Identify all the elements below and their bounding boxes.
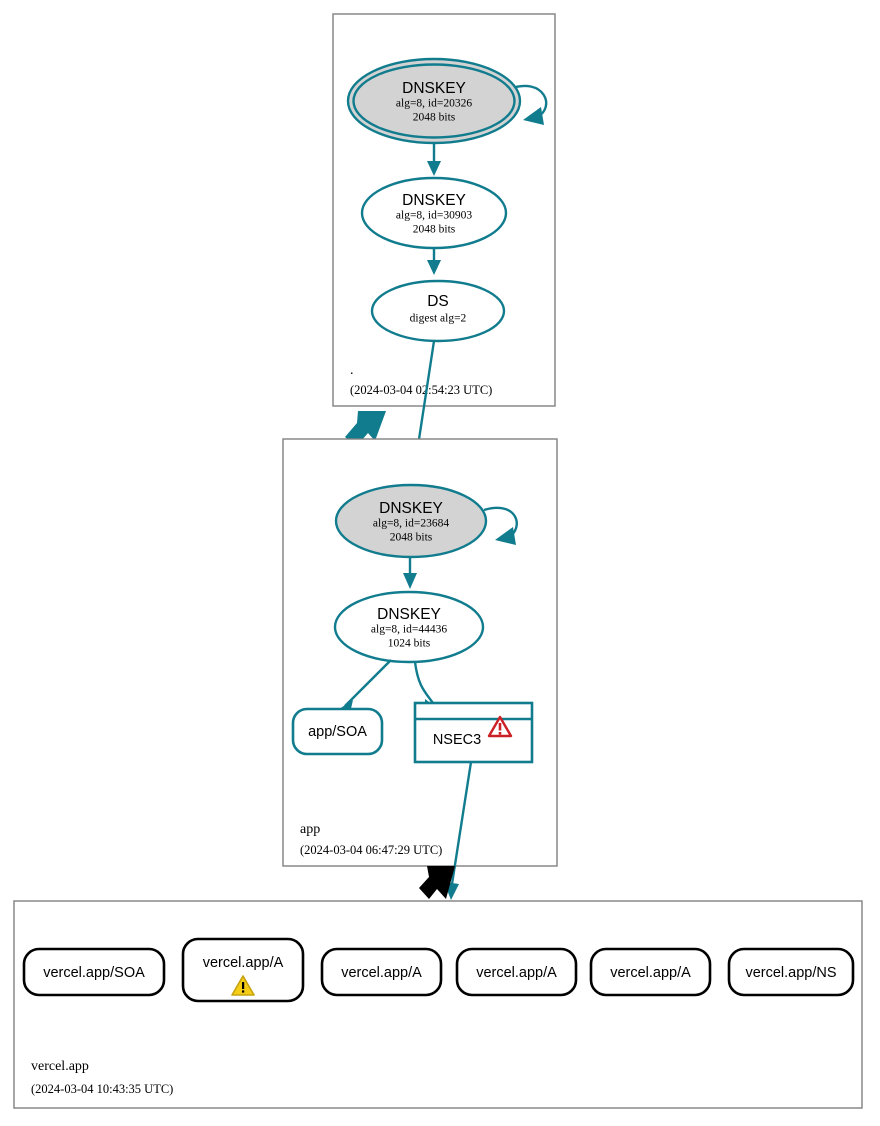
edge-delegation-root-to-app-arrowhead [345,411,386,447]
node-vercel-a-2-box [320,947,443,997]
edge-app-ksk-to-zsk-arrowhead [403,573,417,589]
edge-app-ksk-selfsign-arrowhead [495,527,516,545]
node-vercel-a-2-label: vercel.app/A [341,965,422,981]
zone-app: DNSKEY alg=8, id=23684 2048 bits DNSKEY … [282,438,558,867]
warning-red-dot [498,732,502,735]
node-vercel-a-4[interactable]: vercel.app/A [589,947,712,997]
node-vercel-soa-label: vercel.app/SOA [43,965,145,981]
node-root-zsk-title: DNSKEY [402,192,466,209]
node-app-zsk-alg: alg=8, id=44436 [371,624,447,636]
node-app-soa[interactable] [291,707,384,756]
node-root-ds-digest: digest alg=2 [410,313,467,325]
zone-app-timestamp: (2024-03-04 06:47:29 UTC) [300,843,442,857]
warning-yellow-dot [242,990,245,993]
zone-vercel-app-timestamp: (2024-03-04 10:43:35 UTC) [31,1082,173,1096]
zone-root-label: . [350,363,354,378]
warning-yellow-icon [231,975,255,996]
node-root-ksk-bits: 2048 bits [413,112,456,124]
zone-vercel-app: vercel.app/SOA vercel.app/A vercel.app/A [13,900,863,1109]
node-vercel-a-1[interactable]: vercel.app/A [181,937,305,1003]
node-vercel-a-1-label: vercel.app/A [203,955,284,971]
zone-root: DNSKEY alg=8, id=20326 2048 bits DNSKEY … [332,13,556,407]
edge-app-zsk-to-nsec3 [413,661,434,704]
zone-root-timestamp: (2024-03-04 02:54:23 UTC) [350,383,492,397]
zone-app-label: app [300,822,320,837]
edge-delegation-app-to-vercel-arrowhead [419,866,455,899]
node-vercel-a-3[interactable]: vercel.app/A [455,947,578,997]
node-root-ds[interactable] [370,279,506,343]
node-app-nsec3[interactable]: NSEC3 [413,701,534,764]
node-root-zsk-alg: alg=8, id=30903 [396,210,472,222]
edge-app-zsk-to-soa [344,659,392,707]
node-app-zsk[interactable] [333,590,485,664]
node-vercel-soa-box [22,947,166,997]
warning-red-bar [498,723,502,731]
node-app-ksk-alg: alg=8, id=23684 [373,518,449,530]
node-app-ksk-title: DNSKEY [379,500,443,517]
edge-root-zsk-to-ds-arrowhead [427,260,441,275]
edge-delegation-app-to-vercel [419,866,455,899]
node-app-ksk[interactable] [334,483,488,559]
node-vercel-a-3-box [455,947,578,997]
node-root-ksk-title: DNSKEY [402,80,466,97]
zone-vercel-app-label: vercel.app [31,1059,89,1074]
edge-delegation-root-to-app [345,411,386,447]
node-vercel-soa[interactable]: vercel.app/SOA [22,947,166,997]
node-vercel-a-4-box [589,947,712,997]
zone-vercel-app-border [13,900,863,1109]
node-root-ksk-alg: alg=8, id=20326 [396,98,472,110]
node-vercel-a-2[interactable]: vercel.app/A [320,947,443,997]
node-app-ksk-bits: 2048 bits [390,532,433,544]
node-app-nsec3-label: NSEC3 [433,732,481,748]
node-root-zsk[interactable] [360,176,508,250]
node-root-zsk-bits: 2048 bits [413,224,456,236]
warning-yellow-bar [242,982,245,989]
node-vercel-ns[interactable]: vercel.app/NS [727,947,855,997]
node-app-nsec3-box [413,701,534,764]
node-root-ksk[interactable] [352,63,516,139]
edge-nsec3-to-vercel-line [450,761,473,885]
node-root-ds-title: DS [427,293,449,310]
node-app-zsk-title: DNSKEY [377,606,441,623]
warning-red-icon [487,715,513,738]
node-app-soa-label: app/SOA [308,724,367,740]
node-vercel-ns-label: vercel.app/NS [745,965,836,981]
edge-root-ksk-to-zsk-arrowhead [427,161,441,176]
edge-root-ksk-selfsign-arrowhead [523,107,544,125]
node-vercel-a-1-box [181,937,305,1003]
node-vercel-a-3-label: vercel.app/A [476,965,557,981]
node-vercel-ns-box [727,947,855,997]
node-vercel-a-4-label: vercel.app/A [610,965,691,981]
node-app-zsk-bits: 1024 bits [388,638,431,650]
